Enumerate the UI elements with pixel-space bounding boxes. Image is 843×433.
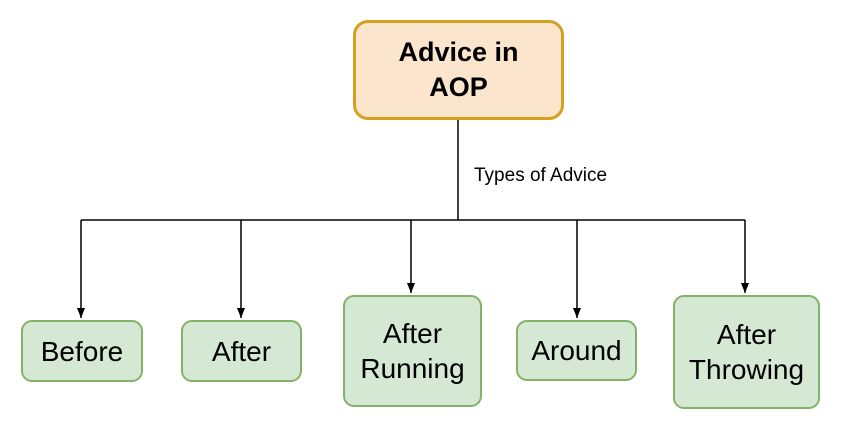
edge-label-types-of-advice: Types of Advice <box>474 165 608 186</box>
node-advice-in-aop: Advice in AOP <box>353 20 564 120</box>
node-after: After <box>181 320 302 382</box>
node-after-throwing: After Throwing <box>673 295 820 409</box>
node-before: Before <box>21 320 143 382</box>
node-after-running: After Running <box>343 295 482 407</box>
node-around: Around <box>516 320 637 381</box>
